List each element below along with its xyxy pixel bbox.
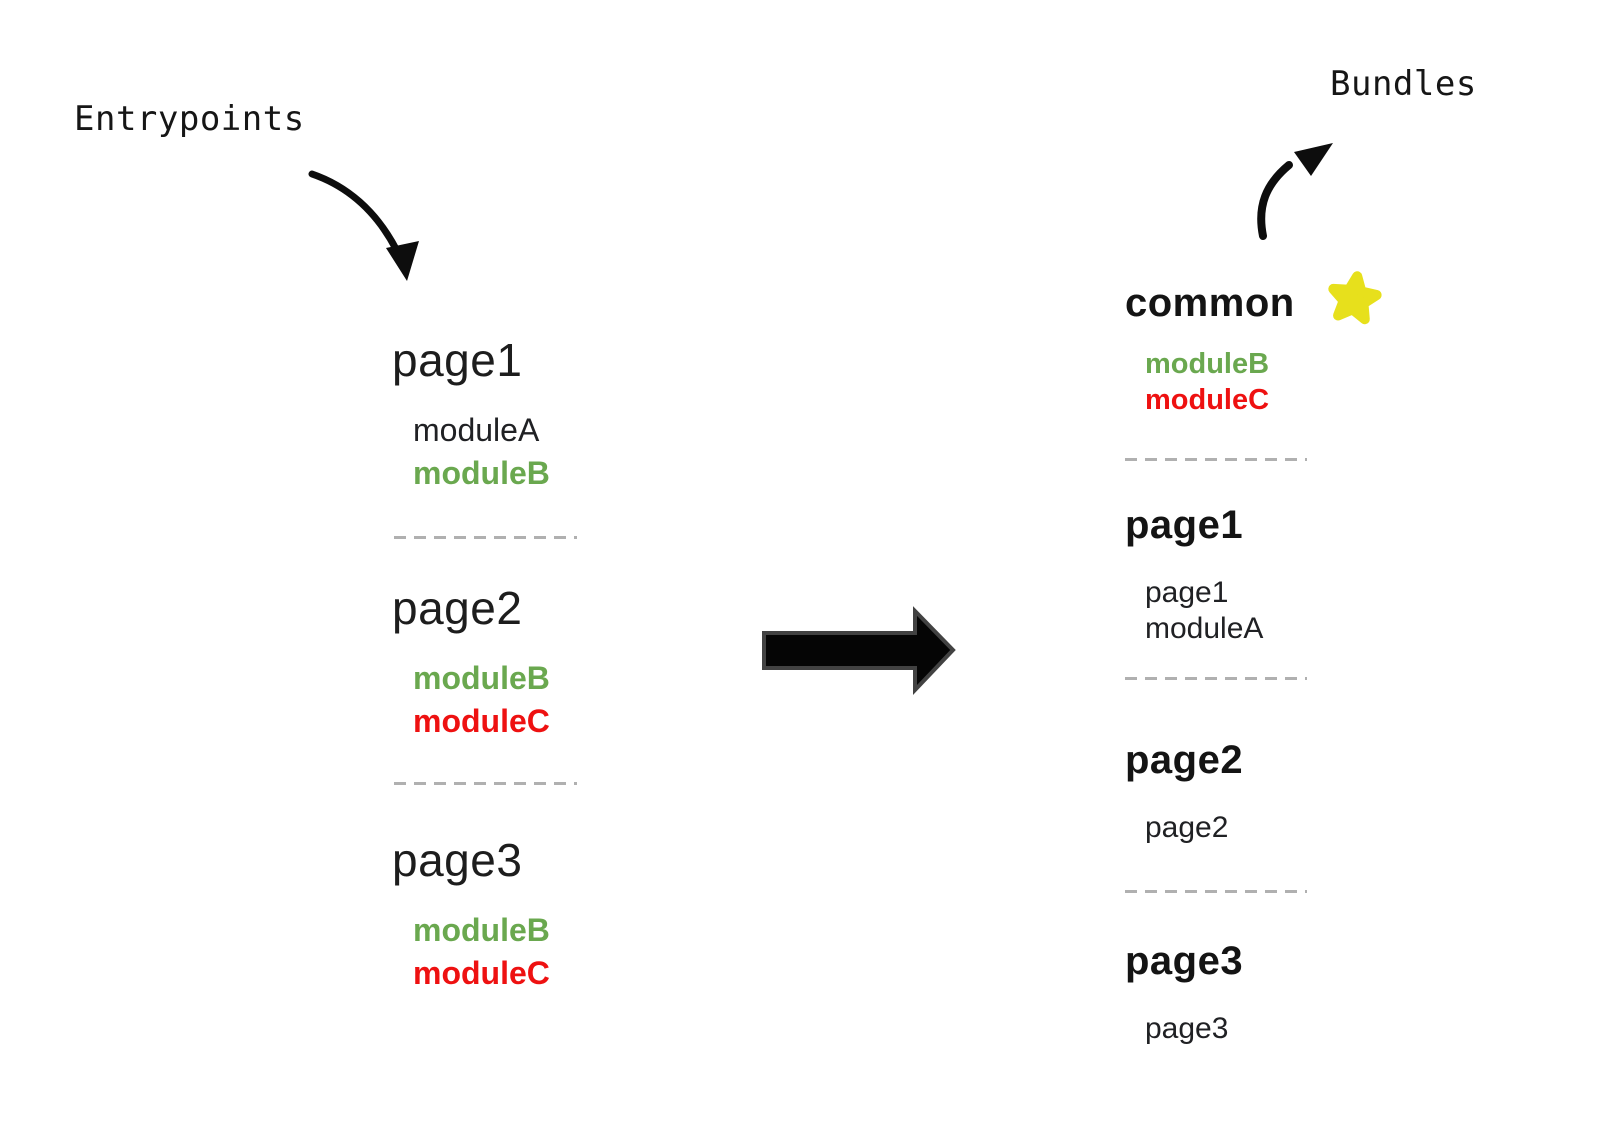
module-item: moduleC <box>413 703 550 739</box>
module-item: moduleB <box>1145 348 1270 380</box>
module-list: page2 <box>1125 810 1243 846</box>
module-item: page2 <box>1145 811 1229 844</box>
module-list: moduleB moduleC <box>392 657 550 743</box>
entrypoint-section-page2: page2 moduleB moduleC <box>392 582 550 743</box>
divider <box>394 782 577 785</box>
module-item: moduleA <box>413 412 540 448</box>
bundles-arrow-icon <box>1257 143 1333 240</box>
entrypoint-title: page1 <box>392 334 523 386</box>
divider <box>1125 890 1307 893</box>
module-list: moduleB moduleC <box>392 909 550 995</box>
bundle-title: common <box>1125 281 1295 325</box>
bundle-section-page3: page3 page3 <box>1125 937 1243 1047</box>
divider <box>1125 458 1307 461</box>
divider <box>1125 677 1307 680</box>
module-list: page3 <box>1125 1011 1243 1047</box>
module-item: moduleB <box>413 455 550 491</box>
bundle-section-common: common moduleB moduleC <box>1125 279 1295 418</box>
entrypoints-label: Entrypoints <box>74 99 305 139</box>
module-list: moduleB moduleC <box>1125 346 1295 418</box>
bundle-section-page2: page2 page2 <box>1125 736 1243 846</box>
entrypoint-title: page3 <box>392 834 523 886</box>
bundle-title: page3 <box>1125 939 1244 983</box>
star-icon <box>1328 271 1382 325</box>
entrypoint-section-page1: page1 moduleA moduleB <box>392 334 550 495</box>
bundle-title: page1 <box>1125 503 1244 547</box>
module-item: moduleC <box>1145 384 1270 416</box>
entrypoints-arrow-icon <box>308 170 419 281</box>
divider <box>394 536 577 539</box>
bundles-label: Bundles <box>1330 64 1477 104</box>
bundle-title: page2 <box>1125 738 1244 782</box>
module-list: page1 moduleA <box>1125 575 1263 647</box>
module-item: moduleC <box>413 955 550 991</box>
entrypoint-section-page3: page3 moduleB moduleC <box>392 834 550 995</box>
module-item: page1 <box>1145 576 1229 609</box>
module-list: moduleA moduleB <box>392 409 550 495</box>
module-item: moduleB <box>413 912 550 948</box>
module-item: moduleA <box>1145 612 1264 645</box>
transform-arrow-icon <box>762 606 956 696</box>
module-item: moduleB <box>413 660 550 696</box>
bundle-section-page1: page1 page1 moduleA <box>1125 501 1263 647</box>
entrypoint-title: page2 <box>392 582 523 634</box>
module-item: page3 <box>1145 1012 1229 1045</box>
